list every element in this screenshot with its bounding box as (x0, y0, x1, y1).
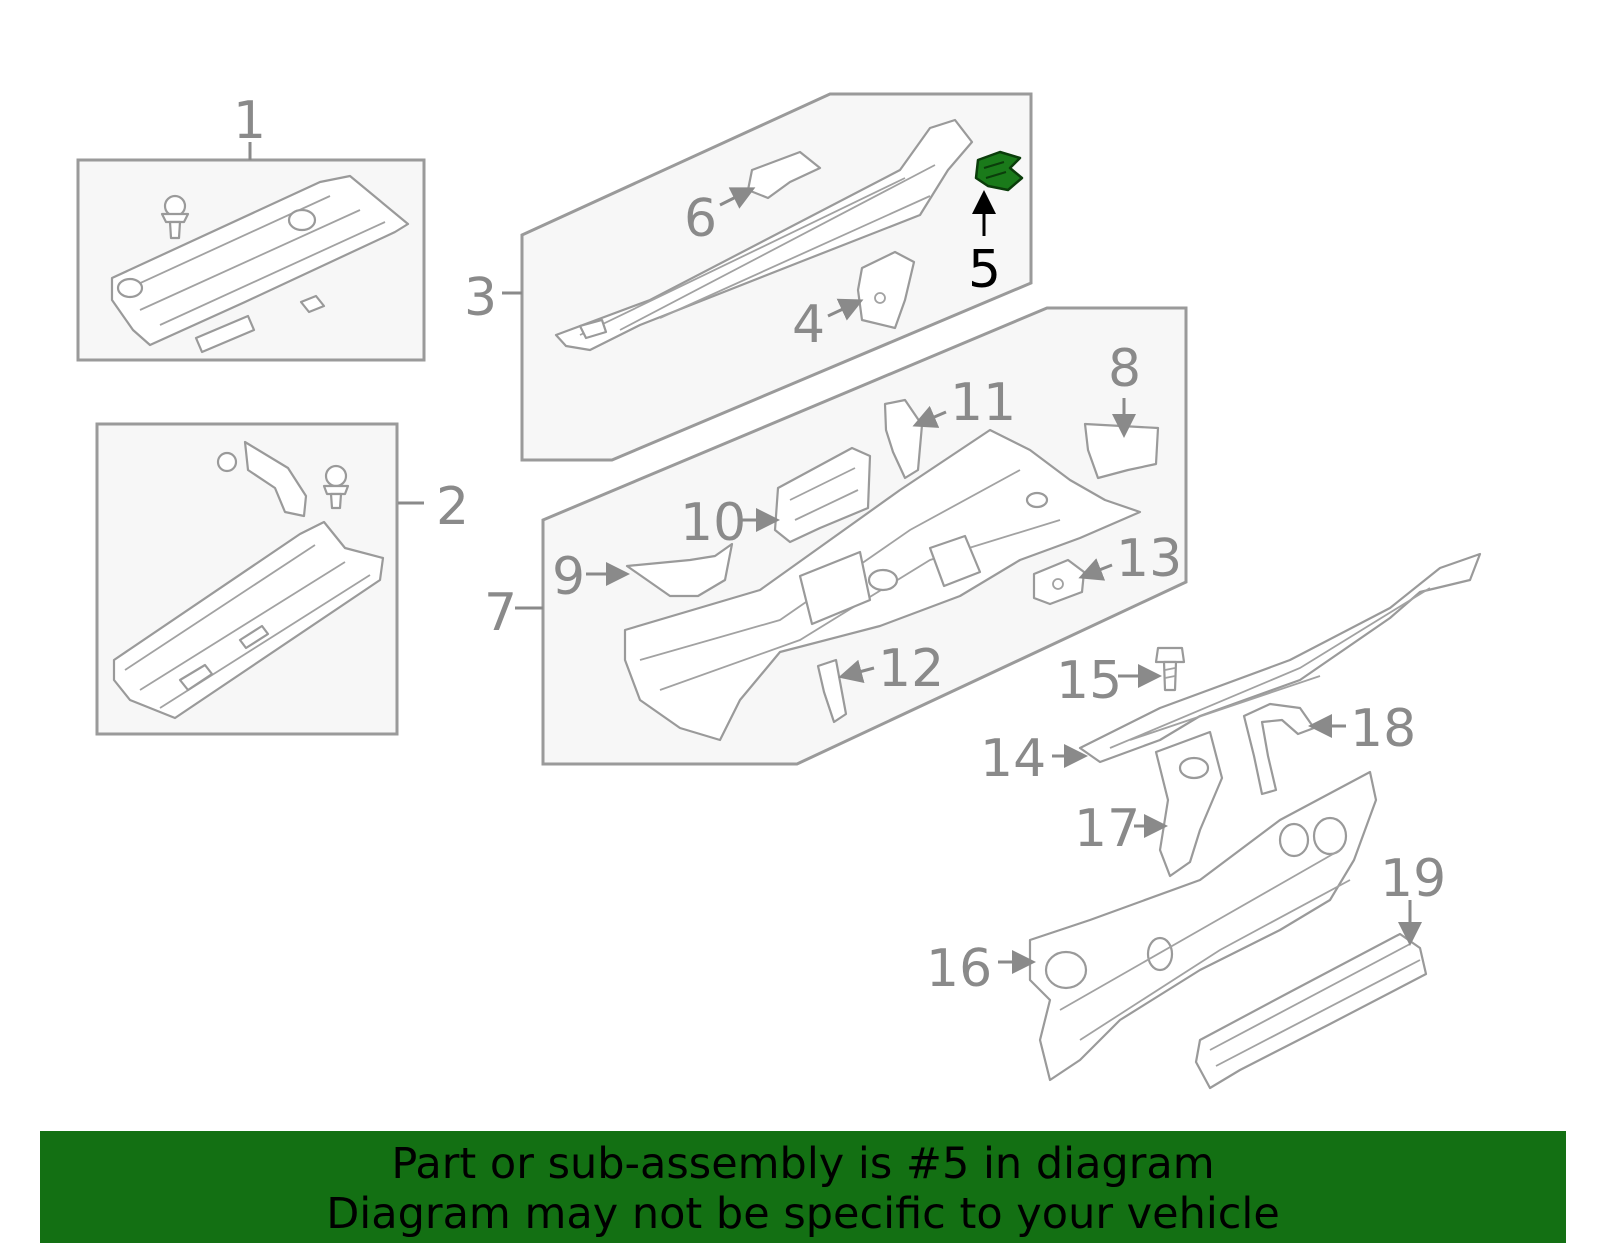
part-9-bracket[interactable] (625, 542, 734, 598)
part-10-bracket[interactable] (773, 446, 872, 544)
part-2-cover[interactable] (112, 520, 385, 720)
callout-10[interactable]: 10 (680, 493, 746, 553)
callout-14[interactable]: 14 (980, 729, 1046, 789)
part-17-bracket[interactable] (1154, 730, 1224, 878)
part-1-cowl-cover[interactable] (110, 174, 410, 354)
callout-12[interactable]: 12 (878, 639, 944, 699)
banner-line-1: Part or sub-assembly is #5 in diagram (391, 1139, 1215, 1189)
callout-17[interactable]: 17 (1074, 799, 1140, 859)
part-4-bracket[interactable] (856, 250, 916, 330)
panel-2: 2 (95, 422, 469, 736)
panel-3: 3 6 4 5 (464, 92, 1033, 462)
part-15-bolt[interactable] (1154, 646, 1186, 692)
part-13-bracket[interactable] (1032, 558, 1086, 606)
callout-18[interactable]: 18 (1350, 699, 1416, 759)
callout-15[interactable]: 15 (1056, 651, 1122, 711)
banner-line-2: Diagram may not be specific to your vehi… (326, 1189, 1280, 1239)
callout-2[interactable]: 2 (436, 477, 469, 537)
part-14-reinforcement[interactable] (1078, 552, 1482, 764)
part-19-crossmember[interactable] (1194, 932, 1428, 1090)
panel-7: 7 8 9 10 11 (484, 306, 1188, 766)
part-18-seal[interactable] (1242, 702, 1316, 796)
callout-3[interactable]: 3 (464, 268, 497, 328)
callout-6[interactable]: 6 (684, 189, 717, 249)
callout-1[interactable]: 1 (233, 91, 266, 151)
callout-4[interactable]: 4 (792, 295, 825, 355)
part-3-cowl-panel[interactable] (554, 118, 974, 352)
callout-13[interactable]: 13 (1116, 529, 1182, 589)
panel-1: 1 (76, 91, 426, 362)
part-5-highlight[interactable] (974, 150, 1024, 192)
info-banner: Part or sub-assembly is #5 in diagram Di… (40, 1131, 1566, 1243)
callout-8[interactable]: 8 (1108, 339, 1141, 399)
callout-11[interactable]: 11 (950, 373, 1016, 433)
part-1-clip[interactable] (160, 194, 190, 240)
part-8-bracket[interactable] (1083, 422, 1160, 480)
callout-9[interactable]: 9 (552, 547, 585, 607)
part-7-plenum[interactable] (623, 428, 1142, 742)
loose-parts: 14 15 16 17 18 (926, 552, 1482, 1090)
callout-19[interactable]: 19 (1380, 849, 1446, 909)
callout-7[interactable]: 7 (484, 583, 517, 643)
part-12-bracket[interactable] (816, 658, 848, 724)
callout-16[interactable]: 16 (926, 939, 992, 999)
callout-5[interactable]: 5 (968, 240, 1001, 300)
part-16-dash-panel[interactable] (1028, 770, 1378, 1082)
part-2-bracket[interactable] (216, 440, 350, 518)
